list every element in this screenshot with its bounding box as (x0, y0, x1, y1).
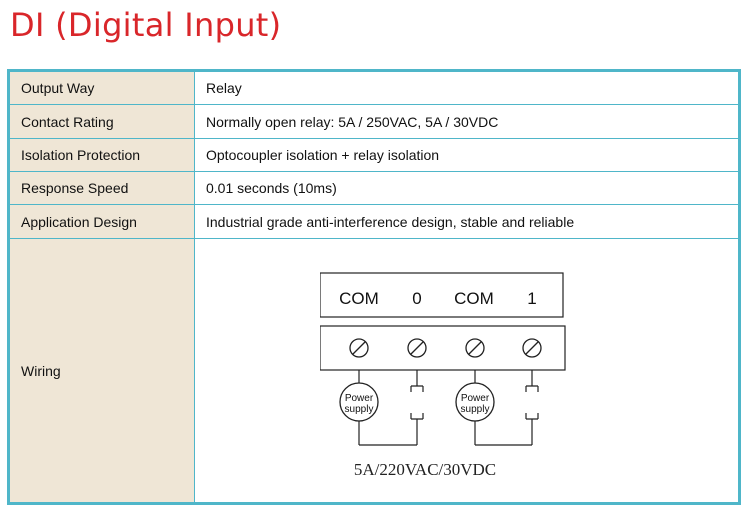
terminal-label: COM (454, 289, 494, 308)
terminal-block (320, 325, 566, 371)
row-label: Wiring (8, 238, 195, 504)
power-supply-label: supply (345, 404, 374, 415)
row-value: Industrial grade anti-interference desig… (194, 204, 740, 239)
power-supply-label: Power (461, 393, 490, 404)
terminal-label: COM (339, 289, 379, 308)
page-title: DI (Digital Input) (10, 6, 282, 44)
table-row: Response Speed 0.01 seconds (10ms) (8, 171, 740, 205)
screw-icon (465, 338, 485, 358)
load-circuit (358, 370, 424, 446)
row-label: Output Way (8, 70, 195, 105)
row-label: Response Speed (8, 171, 195, 205)
row-label: Application Design (8, 204, 195, 239)
terminal-label-box (320, 272, 564, 318)
load-circuit (474, 370, 539, 446)
terminal-label: 0 (412, 289, 421, 308)
wiring-diagram: COM 0 COM 1 Power supply (320, 272, 566, 479)
row-label: Isolation Protection (8, 138, 195, 172)
rating-label: 5A/220VAC/30VDC (354, 460, 496, 479)
screw-icon (522, 338, 542, 358)
row-value: Optocoupler isolation + relay isolation (194, 138, 740, 172)
table-row: Output Way Relay (8, 70, 740, 105)
table-row: Contact Rating Normally open relay: 5A /… (8, 104, 740, 139)
row-value: Relay (194, 70, 740, 105)
power-supply-icon (339, 382, 379, 422)
row-label: Contact Rating (8, 104, 195, 139)
spec-table: Output Way Relay Contact Rating Normally… (7, 69, 741, 505)
row-value: 0.01 seconds (10ms) (194, 171, 740, 205)
screw-icon (407, 338, 427, 358)
table-row: Application Design Industrial grade anti… (8, 204, 740, 239)
power-supply-label: Power (345, 393, 374, 404)
power-supply-label: supply (461, 404, 490, 415)
terminal-label: 1 (527, 289, 536, 308)
screw-icon (349, 338, 369, 358)
power-supply-icon (455, 382, 495, 422)
row-value: Normally open relay: 5A / 250VAC, 5A / 3… (194, 104, 740, 139)
table-row: Isolation Protection Optocoupler isolati… (8, 138, 740, 172)
